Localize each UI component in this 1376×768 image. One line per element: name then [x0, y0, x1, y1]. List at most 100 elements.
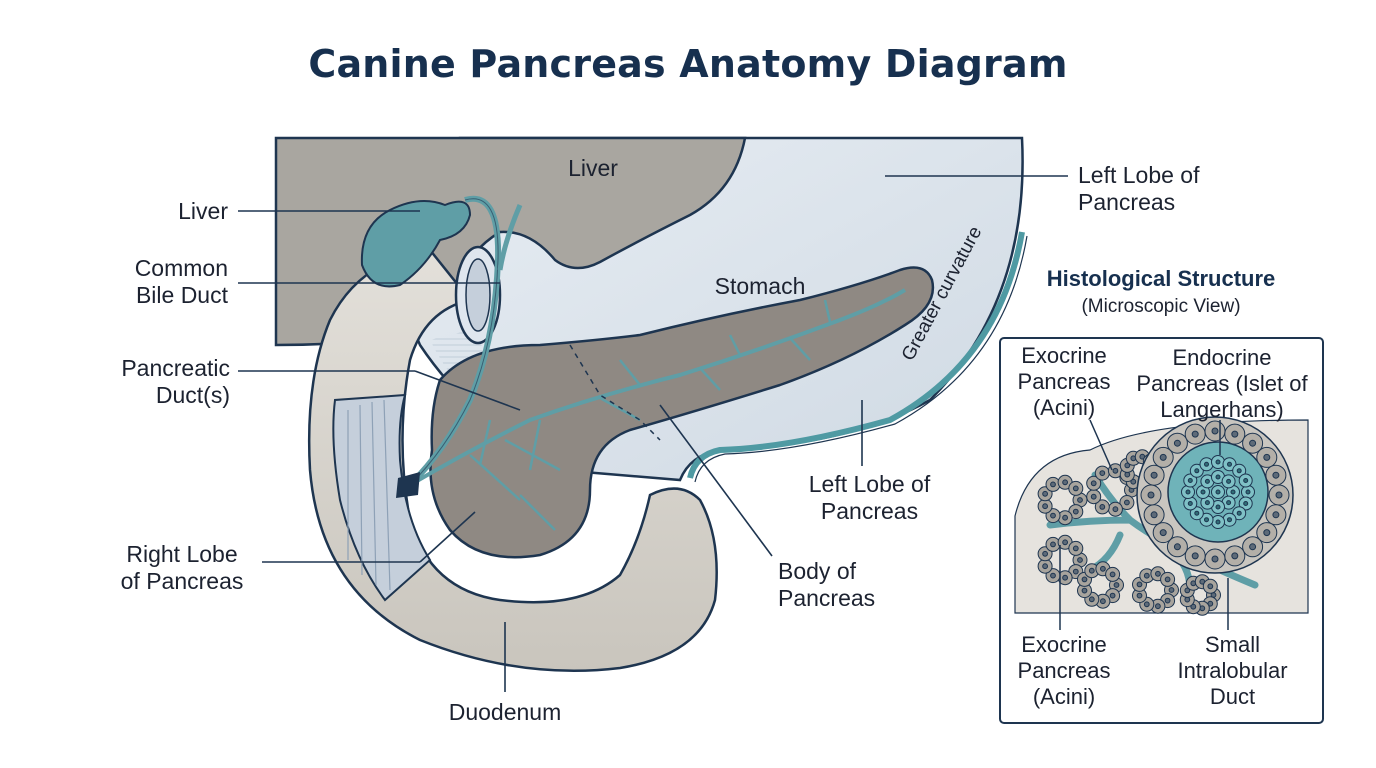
islet-nucleus — [1236, 468, 1242, 474]
pancreas-body-boundary — [569, 344, 661, 441]
acinar-nucleus — [1099, 470, 1106, 477]
acinar-nucleus — [1090, 493, 1097, 500]
acinar-nucleus — [1130, 478, 1137, 485]
acinar-nucleus — [1109, 592, 1116, 599]
histology-acini — [1037, 449, 1221, 616]
callout-exocrine-bottom-line3: (Acini) — [1032, 684, 1096, 709]
rim-nucleus — [1231, 430, 1239, 438]
callout-exocrine-bottom-line2: Pancreas — [1017, 658, 1111, 683]
rim-nucleus — [1272, 511, 1280, 519]
acinar-nucleus — [1042, 490, 1048, 497]
gallbladder-shape — [360, 200, 472, 288]
acinar-nucleus — [1072, 545, 1079, 552]
greater-curvature-band — [687, 231, 1025, 479]
callout-small-duct-line2: Intralobular — [1177, 658, 1288, 683]
histology-subtitle: (Microscopic View) — [1081, 296, 1241, 317]
islet-nucleus — [1215, 489, 1221, 495]
islet-nucleus — [1243, 478, 1249, 483]
callout-left-lobe-top: Left Lobe of Pancreas — [1078, 162, 1200, 216]
acinar-nucleus — [1072, 568, 1079, 575]
rim-nucleus — [1191, 552, 1199, 560]
acinar-nucleus — [1077, 497, 1083, 503]
callout-left-lobe-top-line1: Left Lobe of — [1078, 162, 1200, 188]
callout-right-lobe: Right Lobe of Pancreas — [92, 541, 272, 595]
callout-common-bile-duct: Common Bile Duct — [78, 255, 228, 309]
islet-nucleus — [1243, 501, 1249, 506]
callout-endocrine: Endocrine Pancreas (Islet of Langerhans) — [1124, 345, 1320, 423]
acinar-nucleus — [1155, 570, 1161, 577]
rim-nucleus — [1191, 430, 1199, 438]
leader-right-lobe-2 — [419, 511, 476, 563]
duodenum-lumen — [332, 393, 432, 602]
islet-nucleus — [1226, 478, 1232, 484]
rim-nucleus — [1159, 529, 1167, 537]
islet-nucleus — [1204, 461, 1209, 467]
leader-exocrine-top — [1089, 419, 1113, 471]
acinar-nucleus — [1042, 550, 1048, 557]
acinar-nucleus — [1081, 576, 1088, 583]
islet-nucleus — [1227, 461, 1232, 467]
callout-endocrine-line1: Endocrine — [1172, 345, 1272, 370]
acinar-nucleus — [1113, 582, 1120, 588]
rim-nucleus — [1150, 511, 1158, 519]
acinar-nucleus — [1099, 504, 1106, 510]
leader-pancreatic-ducts-2 — [414, 370, 521, 411]
histology-title: Histological Structure — [1046, 266, 1276, 291]
acinar-nucleus — [1190, 603, 1197, 610]
rim-nucleus — [1263, 453, 1271, 461]
acinar-nucleus — [1143, 601, 1150, 608]
callout-left-lobe-mid-line2: Pancreas — [820, 498, 919, 524]
acinar-nucleus — [1124, 499, 1130, 506]
callout-exocrine-bottom: Exocrine Pancreas (Acini) — [1004, 632, 1124, 710]
islet-nucleus — [1215, 474, 1221, 480]
pancreatic-duct — [408, 288, 907, 487]
acinar-nucleus — [1143, 572, 1150, 579]
islet-nucleus — [1204, 478, 1210, 484]
callout-left-lobe-mid-line1: Left Lobe of — [808, 471, 931, 497]
acinar-nucleus — [1088, 567, 1095, 574]
callout-liver: Liver — [178, 198, 228, 224]
callout-common-bile-duct-line1: Common — [134, 255, 228, 281]
islet-nucleus — [1187, 478, 1193, 483]
acinar-nucleus — [1136, 581, 1143, 588]
histology-duct — [1046, 471, 1259, 594]
islet-rim-cells — [1140, 420, 1290, 570]
acinar-nucleus — [1062, 479, 1068, 486]
acinar-nucleus — [1184, 596, 1191, 603]
islet-nucleus — [1227, 517, 1232, 523]
callout-right-lobe-line1: Right Lobe — [126, 541, 238, 567]
callout-pancreatic-ducts-line1: Pancreatic — [121, 355, 230, 381]
callout-pancreatic-ducts: Pancreatic Duct(s) — [58, 355, 230, 409]
rim-nucleus — [1263, 529, 1271, 537]
acinar-nucleus — [1164, 576, 1171, 583]
islet-nucleus — [1204, 500, 1210, 506]
acinar-nucleus — [1124, 462, 1131, 469]
callout-duodenum: Duodenum — [448, 699, 562, 725]
acinar-nucleus — [1050, 481, 1056, 488]
acinar-nucleus — [1072, 508, 1079, 515]
pancreatic-duct-branches — [469, 299, 832, 531]
islet-nucleus — [1187, 501, 1193, 506]
islet-nucleus — [1204, 517, 1209, 523]
rim-nucleus — [1150, 471, 1158, 479]
acinar-nucleus — [1072, 485, 1079, 492]
callout-left-lobe-top-line2: Pancreas — [1078, 189, 1176, 215]
islet-nucleus — [1200, 489, 1206, 495]
rim-nucleus — [1231, 552, 1239, 560]
callout-exocrine-top: Exocrine Pancreas (Acini) — [1004, 343, 1124, 421]
rim-nucleus — [1147, 491, 1155, 499]
callout-endocrine-line3: Langerhans) — [1160, 397, 1284, 422]
rim-nucleus — [1173, 543, 1181, 551]
rim-nucleus — [1249, 543, 1257, 551]
callout-left-lobe-mid: Left Lobe of Pancreas — [782, 471, 957, 525]
page-title: Canine Pancreas Anatomy Diagram — [308, 42, 1068, 86]
acinar-nucleus — [1081, 587, 1088, 594]
acinar-nucleus — [1062, 539, 1068, 546]
acinar-nucleus — [1062, 574, 1068, 581]
acinar-nucleus — [1077, 557, 1083, 563]
leader-body — [659, 404, 773, 557]
acinar-nucleus — [1090, 480, 1097, 487]
acinar-nucleus — [1062, 514, 1068, 521]
